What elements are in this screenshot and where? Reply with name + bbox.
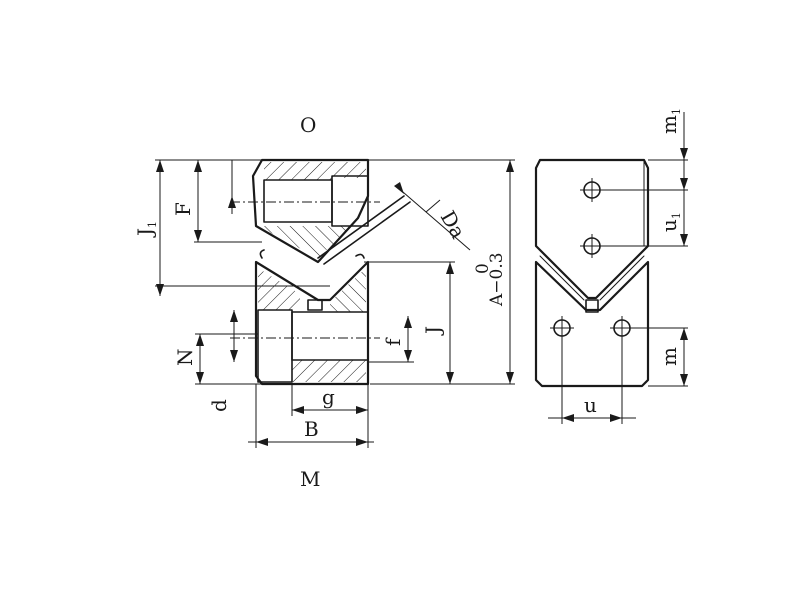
upper-bolt-bore (263, 179, 333, 223)
f-arrow-bottom (194, 230, 202, 242)
label-f: F (171, 202, 195, 216)
upper-block-hatch-top (264, 162, 332, 180)
label-u1: u1 (657, 212, 683, 232)
label-m: m (657, 347, 681, 366)
lower-block-hatch-left (258, 268, 300, 310)
da-leader (395, 185, 471, 251)
label-g: g (322, 385, 335, 409)
a-arrow-top (506, 160, 514, 172)
upper-block-hatch-right (332, 162, 366, 178)
side-upper-block (534, 158, 650, 300)
m-arrow-bottom (680, 374, 688, 386)
n-arrow-bottom (196, 372, 204, 384)
label-small-f: f (381, 337, 405, 346)
d-arrow-bottom (230, 350, 238, 362)
label-m1: m1 (657, 108, 683, 134)
da-arrow (394, 182, 404, 194)
small-f-arrow-bottom (404, 350, 412, 362)
side-view-dimensions (548, 112, 688, 424)
da-bolt-line-2 (323, 201, 411, 265)
label-d: d (207, 399, 231, 412)
d-arrow-top (230, 310, 238, 322)
side-lower-block (534, 260, 650, 388)
label-a-tolerance: A−0.3 (487, 252, 507, 307)
da-bolt-line-1 (317, 195, 405, 259)
bore-offset-arrow (228, 196, 236, 208)
v-groove-pad (307, 299, 323, 311)
label-da: Da (436, 207, 471, 243)
label-m-total: M (300, 467, 320, 491)
side-v-pad (585, 299, 599, 313)
m1-arrow-2 (680, 178, 688, 190)
lower-block-hatch-right (330, 268, 366, 312)
n-arrow-top (196, 334, 204, 346)
lower-bolt-bore (257, 309, 293, 383)
j-arrow-top (446, 262, 454, 274)
side-view (534, 158, 650, 388)
upper-block-hatch-v (258, 226, 352, 258)
m-arrow-top (680, 328, 688, 340)
m1-arrow (680, 148, 688, 160)
front-section-view (230, 158, 411, 386)
label-j: J (421, 326, 445, 336)
j-arrow-bottom (446, 372, 454, 384)
g-arrow-right (356, 406, 368, 414)
label-j1: J1 (133, 221, 159, 238)
da-tick (425, 199, 441, 213)
j1-arrow-top (156, 160, 164, 172)
label-b: B (304, 417, 319, 441)
label-a-tolerance-upper: 0 (473, 263, 493, 274)
j1-arrow-bottom (156, 284, 164, 296)
b-arrow-left (256, 438, 268, 446)
workpiece-arc-left (259, 249, 265, 259)
left-view-dimensions (155, 159, 515, 448)
small-f-arrow-top (404, 316, 412, 328)
g-arrow-left (292, 406, 304, 414)
a-arrow-bottom (506, 372, 514, 384)
u-arrow-right (610, 414, 622, 422)
lower-thread-bore (291, 311, 369, 361)
side-v-line-right (599, 255, 645, 301)
f-arrow-top (194, 160, 202, 172)
label-o: O (300, 113, 316, 137)
u1-arrow (680, 234, 688, 246)
upper-bolt-head-bore (331, 175, 369, 227)
label-u: u (584, 393, 597, 417)
label-n: N (173, 349, 197, 367)
upper-block-outline (251, 158, 370, 264)
workpiece-arc-right (355, 253, 365, 259)
lower-block-hatch-bottom (292, 360, 366, 382)
u-arrow-left (562, 414, 574, 422)
b-arrow-right (356, 438, 368, 446)
side-v-line-left (539, 255, 585, 301)
